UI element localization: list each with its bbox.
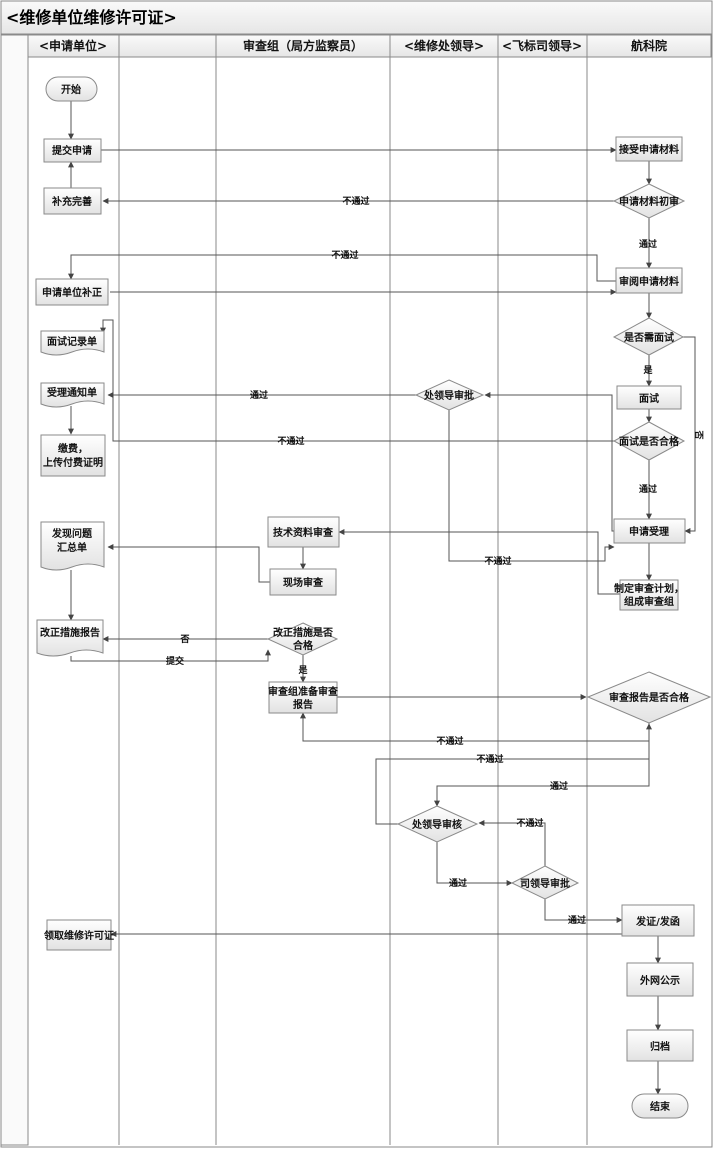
- node-label-pay-fee-line1: 缴费，: [58, 442, 88, 455]
- plan-box: [619, 579, 679, 611]
- node-label-problems-line1: 发现问题: [51, 527, 93, 540]
- node-label-issue: 发证/发函: [635, 915, 680, 928]
- div-approve-diamond: [510, 865, 580, 900]
- edge-label-not-pass: 不通过: [484, 555, 511, 567]
- node-label-plan-line1: 制定审查计划，: [614, 582, 684, 595]
- node-label-correction-report: 改正措施报告: [40, 626, 100, 639]
- lane-label-review: 审查组（局方监察员）: [243, 38, 363, 53]
- prepare-report-box: [268, 681, 338, 714]
- node-label-submit: 提交申请: [52, 144, 92, 157]
- node-label-dept-approve: 处领导审批: [423, 389, 474, 402]
- receive-materials-box: [615, 136, 683, 162]
- node-label-problems-line2: 汇总单: [57, 541, 87, 554]
- node-label-div-approve: 司领导审批: [520, 877, 570, 890]
- node-label-initial-review: 申请材料初审: [619, 195, 679, 208]
- edge-label-pass: 通过: [449, 877, 467, 889]
- edge-label-pass: 通过: [639, 238, 657, 250]
- title-bar: [0, 0, 713, 35]
- lane-header-academy: [586, 34, 712, 58]
- problems-summary-doc: [40, 521, 105, 571]
- correction-report-doc: [36, 619, 104, 657]
- edge-label-no: 否: [693, 429, 704, 439]
- archive-box: [626, 1029, 694, 1062]
- node-label-end: 结束: [650, 1100, 671, 1113]
- node-label-prepare-line2: 报告: [293, 698, 313, 711]
- edge-label-submit: 提交: [166, 655, 184, 667]
- node-label-correction-ok-line2: 合格: [292, 639, 314, 652]
- node-label-start: 开始: [61, 83, 81, 96]
- get-license-box: [46, 919, 112, 951]
- node-label-accept-notice: 受理通知单: [47, 386, 97, 399]
- lane-label-applicant: <申请单位>: [39, 38, 107, 53]
- edge-label-pass: 通过: [639, 483, 657, 495]
- node-label-accept-application: 申请受理: [629, 525, 669, 538]
- edge-label-not-pass: 不通过: [331, 249, 358, 261]
- node-label-interview-record: 面试记录单: [47, 335, 97, 348]
- interview-box: [616, 385, 682, 410]
- edge-label-yes: 是: [642, 365, 653, 376]
- need-interview-diamond: [612, 317, 685, 356]
- lane-label-repair-leader: <维修处领导>: [404, 38, 484, 53]
- correction-ok-diamond: [266, 622, 339, 656]
- unit-correction-box: [35, 278, 109, 306]
- node-label-site-review: 现场审查: [283, 576, 324, 589]
- supplement-box: [43, 187, 102, 215]
- flow-nodes: 开始 提交申请 补充完善 申请单位补正 面试记录单 受理通知单 缴费， 上传付费…: [35, 76, 712, 1119]
- lane-label-academy: 航科院: [631, 38, 667, 53]
- accept-notice-doc: [40, 382, 105, 408]
- publish-box: [626, 962, 694, 997]
- edge-label-not-pass: 不通过: [277, 435, 304, 447]
- accept-application-box: [613, 518, 686, 544]
- node-label-dept-review: 处领导审核: [411, 818, 462, 831]
- node-label-plan-line2: 组成审查组: [624, 595, 674, 608]
- node-label-tech-review: 技术资料审查: [273, 526, 334, 539]
- node-label-interview: 面试: [639, 392, 659, 405]
- node-label-supplement: 补充完善: [51, 195, 92, 208]
- node-label-prepare-line1: 审查组准备审查: [268, 685, 339, 698]
- node-label-report-ok: 审查报告是否合格: [609, 691, 690, 704]
- pay-fee-box: [40, 434, 106, 477]
- interview-record-doc: [40, 330, 105, 356]
- node-label-correction-ok-line1: 改正措施是否: [273, 626, 333, 639]
- flow-edges: [68, 101, 696, 1095]
- edge-label-not-pass: 不通过: [516, 817, 543, 829]
- start-terminal: [45, 76, 98, 102]
- node-label-get-license: 领取维修许可证: [44, 929, 114, 942]
- edge-label-pass: 通过: [568, 914, 586, 926]
- node-label-receive-materials: 接受申请材料: [619, 143, 679, 156]
- edge-label-pass: 通过: [250, 389, 268, 401]
- interview-pass-diamond: [612, 421, 686, 461]
- submit-box: [43, 138, 102, 163]
- edge-label-no: 否: [179, 634, 189, 645]
- swimlanes: <申请单位> 审查组（局方监察员） <维修处领导> <飞标司领导> 航科院: [0, 34, 712, 1146]
- dept-review-diamond: [396, 805, 479, 843]
- edge-label-not-pass: 不通过: [476, 753, 503, 765]
- node-label-publish: 外网公示: [639, 974, 680, 987]
- edge-labels: 不通过 通过 不通过 是 否 通过 不通过 通过 不通过 否 提交 是 不通过 …: [166, 195, 704, 926]
- lane-label-fs-leader: <飞标司领导>: [502, 38, 582, 53]
- node-label-need-interview: 是否需面试: [623, 331, 674, 344]
- node-label-unit-correction: 申请单位补正: [42, 286, 102, 299]
- issue-box: [621, 904, 695, 937]
- report-ok-diamond: [586, 671, 712, 724]
- diagram-title: <维修单位维修许可证>: [6, 8, 177, 27]
- site-review-box: [269, 568, 337, 596]
- edge-label-yes: 是: [297, 665, 308, 676]
- edge-label-not-pass: 不通过: [342, 195, 369, 207]
- end-terminal: [631, 1093, 689, 1119]
- dept-approve-diamond: [414, 379, 485, 411]
- node-label-review-materials: 审阅申请材料: [619, 275, 679, 288]
- edge-label-pass: 通过: [550, 780, 568, 792]
- node-label-archive: 归档: [650, 1040, 670, 1053]
- node-label-pay-fee-line2: 上传付费证明: [43, 456, 103, 469]
- review-materials-box: [615, 267, 683, 294]
- edge-label-not-pass: 不通过: [436, 735, 463, 747]
- tech-review-box: [267, 516, 340, 548]
- initial-review-diamond: [612, 183, 686, 219]
- node-label-interview-pass: 面试是否合格: [619, 435, 680, 448]
